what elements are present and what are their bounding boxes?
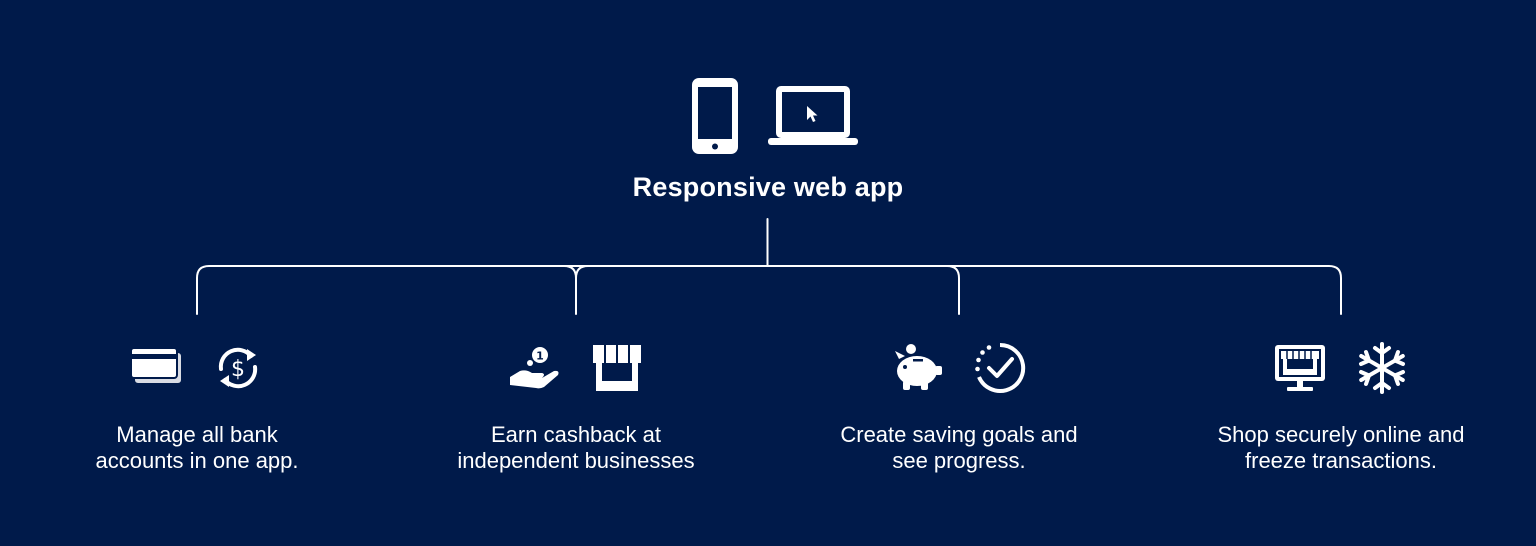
- caption-line: see progress.: [892, 448, 1026, 473]
- mobile-phone-icon: [692, 78, 738, 154]
- feature-icons: [1176, 340, 1506, 396]
- feature-icons: $: [32, 340, 362, 396]
- diagram-title: Responsive web app: [632, 172, 904, 202]
- caption-line: accounts in one app.: [95, 448, 299, 473]
- snowflake-icon: [1355, 341, 1409, 395]
- feature-caption: Shop securely online and freeze transact…: [1176, 422, 1506, 474]
- progress-check-icon: [973, 341, 1027, 395]
- feature-caption: Earn cashback at independent businesses: [411, 422, 741, 474]
- feature-manage-accounts: $ Manage all bank accounts in one app.: [32, 340, 362, 490]
- feature-saving-goals: Create saving goals and see progress.: [794, 340, 1124, 490]
- currency-exchange-icon: $: [211, 341, 265, 395]
- caption-line: Create saving goals and: [840, 422, 1078, 447]
- caption-line: independent businesses: [457, 448, 695, 473]
- feature-caption: Manage all bank accounts in one app.: [32, 422, 362, 474]
- svg-text:1: 1: [536, 350, 544, 363]
- feature-shop-securely: Shop securely online and freeze transact…: [1176, 340, 1506, 490]
- caption-line: Manage all bank: [116, 422, 278, 447]
- piggy-bank-icon: [891, 341, 945, 395]
- caption-line: Shop securely online and: [1217, 422, 1465, 447]
- feature-earn-cashback: 1 Earn cashback at independen: [411, 340, 741, 490]
- storefront-icon: [590, 341, 644, 395]
- feature-caption: Create saving goals and see progress.: [794, 422, 1124, 474]
- svg-text:$: $: [231, 357, 245, 382]
- feature-icons: 1: [411, 340, 741, 396]
- laptop-cursor-icon: [768, 86, 858, 145]
- feature-icons: [794, 340, 1124, 396]
- credit-cards-icon: [129, 341, 183, 395]
- device-icons: [690, 76, 860, 156]
- caption-line: Earn cashback at: [491, 422, 661, 447]
- hand-coin-icon: 1: [508, 341, 562, 395]
- caption-line: freeze transactions.: [1245, 448, 1437, 473]
- online-shop-monitor-icon: [1273, 341, 1327, 395]
